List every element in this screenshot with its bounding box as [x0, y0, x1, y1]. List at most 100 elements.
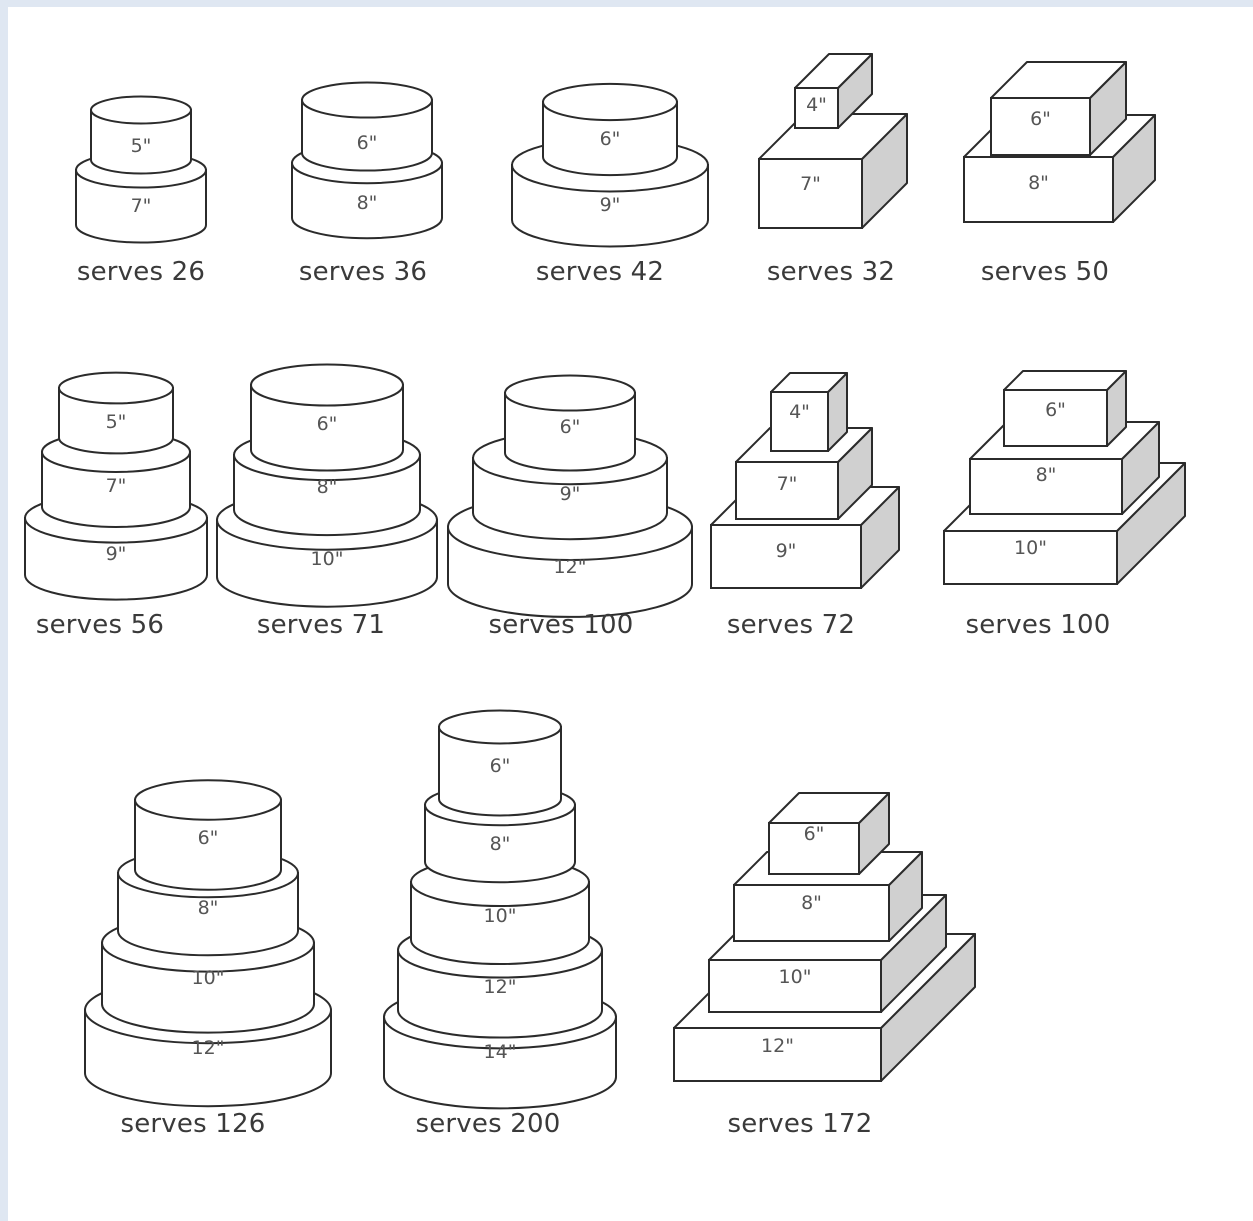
serving-caption: serves 100 [488, 610, 634, 640]
tier-size-label: 10" [1014, 537, 1047, 559]
round-tier [58, 387, 174, 455]
serving-caption: serves 56 [35, 610, 165, 640]
cake-square-4: 7" 4" [758, 53, 908, 229]
tier-size-label: 8" [198, 897, 219, 919]
square-tier-front [990, 97, 1091, 156]
serving-caption: serves 100 [965, 610, 1111, 640]
square-tier-front [710, 524, 862, 589]
square-tier-front [969, 458, 1123, 515]
cake-square-13: 12" 10" 8" 6" [673, 792, 976, 1082]
square-tier-front [708, 959, 882, 1013]
tier-size-label: 8" [357, 192, 378, 214]
cake-square-5: 8" 6" [963, 61, 1156, 223]
cake-square-10: 10" 8" 6" [943, 370, 1186, 585]
serving-caption: serves 36 [298, 257, 428, 287]
tier-size-label: 12" [761, 1035, 794, 1057]
cake-round-8: 12" 9" 6" [447, 374, 693, 618]
round-tier [41, 451, 191, 528]
tier-top [438, 709, 562, 745]
square-tier-front [758, 158, 863, 229]
tier-size-label: 8" [801, 892, 822, 914]
tier-size-label: 6" [198, 827, 219, 849]
tier-size-label: 9" [560, 483, 581, 505]
tier-size-label: 10" [192, 967, 225, 989]
tier-size-label: 12" [484, 976, 517, 998]
tier-size-label: 6" [1045, 399, 1066, 421]
cake-round-7: 10" 8" 6" [216, 363, 438, 608]
cake-round-6: 9" 7" 5" [24, 371, 208, 601]
square-tier-front [1003, 389, 1108, 447]
serving-caption: serves 72 [726, 610, 856, 640]
tier-size-label: 7" [106, 475, 127, 497]
round-tier [438, 726, 562, 817]
cake-square-9: 9" 7" 4" [710, 372, 900, 589]
square-tier-front [733, 884, 890, 942]
tier-size-label: 7" [131, 195, 152, 217]
tier-top [542, 82, 678, 122]
square-tier-front [768, 822, 860, 875]
tier-top [90, 95, 192, 125]
tier-top [504, 374, 636, 412]
tier-size-label: 6" [357, 132, 378, 154]
cake-illustrations: 7" 5" 8" 6" 9" 6" 7" 4" 8" 6" 9" 7" 5" 10" 8" 6" 12" 9" 6"… [24, 53, 1186, 1110]
tier-size-label: 10" [484, 905, 517, 927]
tier-top [250, 363, 404, 407]
tier-size-label: 6" [600, 128, 621, 150]
square-tier-front [794, 87, 839, 129]
cake-round-1: 7" 5" [75, 95, 207, 244]
tier-size-label: 8" [490, 833, 511, 855]
tier-size-label: 9" [776, 540, 797, 562]
serving-caption: serves 50 [980, 257, 1110, 287]
tier-size-label: 6" [490, 755, 511, 777]
square-tier-top [1003, 370, 1127, 391]
tier-top [134, 779, 282, 821]
tier-size-label: 8" [317, 476, 338, 498]
serving-caption: serves 26 [76, 257, 206, 287]
cake-round-11: 12" 10" 8" 6" [84, 779, 332, 1108]
tier-size-label: 8" [1028, 172, 1049, 194]
tier-top [58, 371, 174, 405]
round-tier [250, 384, 404, 472]
square-tier-front [963, 156, 1114, 223]
tier-size-label: 9" [600, 194, 621, 216]
tier-size-label: 5" [106, 411, 127, 433]
serving-caption: serves 32 [766, 257, 896, 287]
tier-size-label: 12" [554, 556, 587, 578]
round-tier [301, 99, 433, 172]
tier-size-label: 7" [777, 473, 798, 495]
tier-size-label: 12" [192, 1037, 225, 1059]
tier-size-label: 10" [779, 966, 812, 988]
round-tier [75, 169, 207, 244]
serving-caption: serves 126 [120, 1109, 266, 1139]
tier-size-label: 7" [800, 173, 821, 195]
tier-size-label: 6" [317, 413, 338, 435]
tier-size-label: 5" [131, 135, 152, 157]
round-tier [90, 109, 192, 175]
square-tier-front [673, 1027, 882, 1082]
tier-size-label: 6" [804, 823, 825, 845]
round-tier [424, 804, 576, 884]
serving-caption: serves 172 [727, 1109, 873, 1139]
round-tier [504, 392, 636, 472]
tier-size-label: 9" [106, 543, 127, 565]
cake-chart: 7" 5" 8" 6" 9" 6" 7" 4" 8" 6" 9" 7" 5" 10" 8" 6" 12" 9" 6"… [8, 7, 1253, 1221]
cake-round-2: 8" 6" [291, 81, 443, 240]
tier-size-label: 4" [789, 401, 810, 423]
tier-size-label: 8" [1036, 464, 1057, 486]
serving-caption: serves 71 [256, 610, 386, 640]
square-tier-front [943, 530, 1118, 585]
square-tier-front [735, 461, 839, 520]
round-tier [134, 799, 282, 891]
tier-size-label: 6" [1030, 108, 1051, 130]
round-tier [542, 101, 678, 177]
square-tier-front [770, 391, 829, 452]
cake-round-12: 14" 12" 10" 8" 6" [383, 709, 617, 1110]
tier-top [301, 81, 433, 119]
tier-size-label: 4" [806, 94, 827, 116]
tier-size-label: 10" [311, 548, 344, 570]
tier-size-label: 14" [484, 1041, 517, 1063]
serving-caption: serves 200 [415, 1109, 561, 1139]
cake-round-3: 9" 6" [511, 82, 709, 248]
round-tier [291, 162, 443, 240]
tier-size-label: 6" [560, 416, 581, 438]
